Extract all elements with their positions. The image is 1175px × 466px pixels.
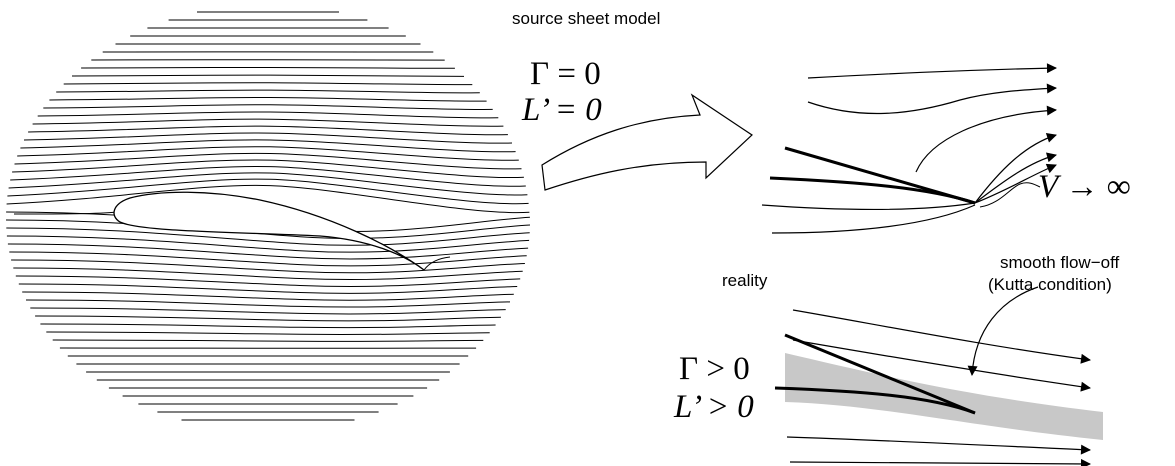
airfoil-wake-line [423,256,451,271]
streamline [46,331,490,336]
reality-streamline-1 [792,309,1091,364]
source-sheet-title: source sheet model [512,9,660,28]
reality-streamline-2 [792,339,1091,392]
lift-positive-label: L’ > 0 [673,389,754,425]
streamline [43,104,493,110]
streamline-8 [761,202,976,210]
kutta-annotation-line2: (Kutta condition) [988,275,1112,294]
streamline [56,89,480,94]
streamline [11,259,525,274]
streamline [6,235,530,253]
streamline [6,184,530,214]
reality-panel: reality Γ > 0 L’ > 0 smooth flow−off (Ku… [673,253,1120,466]
streamline [15,275,521,287]
reality-title: reality [722,271,768,290]
streamline [12,159,524,179]
streamline [25,299,511,308]
streamline [40,323,496,329]
streamline [52,339,484,342]
stagnation-streamline [13,211,117,215]
left-streamline-panel [5,11,531,421]
reality-streamlines [786,286,1091,466]
streamline [9,251,527,267]
gamma-zero-label: Γ = 0 [530,56,601,92]
reality-airfoil-lower [774,386,976,415]
streamline-5 [974,152,1057,204]
source-sheet-panel: source sheet model Γ = 0 L’ = 0 V → ∞ [512,9,1131,234]
streamline-6 [974,163,1057,204]
streamline [28,125,508,136]
streamline [10,165,526,187]
streamline [23,132,513,144]
streamline [5,219,531,239]
streamline-1 [807,63,1057,79]
streamline [17,146,519,161]
streamline [8,172,528,196]
velocity-leader-line [979,182,1041,208]
gamma-positive-label: Γ > 0 [679,351,750,387]
reality-streamline-4 [789,458,1091,466]
streamline [49,96,487,102]
reality-streamline-3 [786,436,1091,455]
streamline-bundle [5,11,531,421]
streamline [7,243,529,260]
streamline-7 [771,204,976,234]
streamline [35,315,501,322]
streamline [81,66,455,69]
streamline [37,111,499,119]
streamline-2 [807,83,1057,115]
smooth-flow-band [785,335,1103,440]
transition-arrow [541,93,753,191]
kutta-annotation-line1: smooth flow−off [1000,253,1120,272]
streamline [32,118,504,127]
streamline [71,74,465,77]
streamline [6,227,530,246]
kutta-leader-arrow [967,286,1039,376]
streamline-3 [915,105,1057,173]
streamline [7,178,529,205]
streamline [63,82,473,86]
streamline-4 [974,133,1057,204]
velocity-infinity-label: V → ∞ [1038,169,1131,205]
streamline [14,152,522,170]
streamline [30,307,506,315]
airfoil-lower-surface [769,176,976,205]
streamline [18,283,518,294]
streamline [13,267,523,281]
airfoil-outline [113,191,425,271]
streamline [20,139,516,153]
streamline [22,291,514,301]
lift-zero-label: L’ = 0 [521,92,602,128]
source-sheet-streamlines [761,63,1057,234]
reality-airfoil-upper [784,333,976,415]
